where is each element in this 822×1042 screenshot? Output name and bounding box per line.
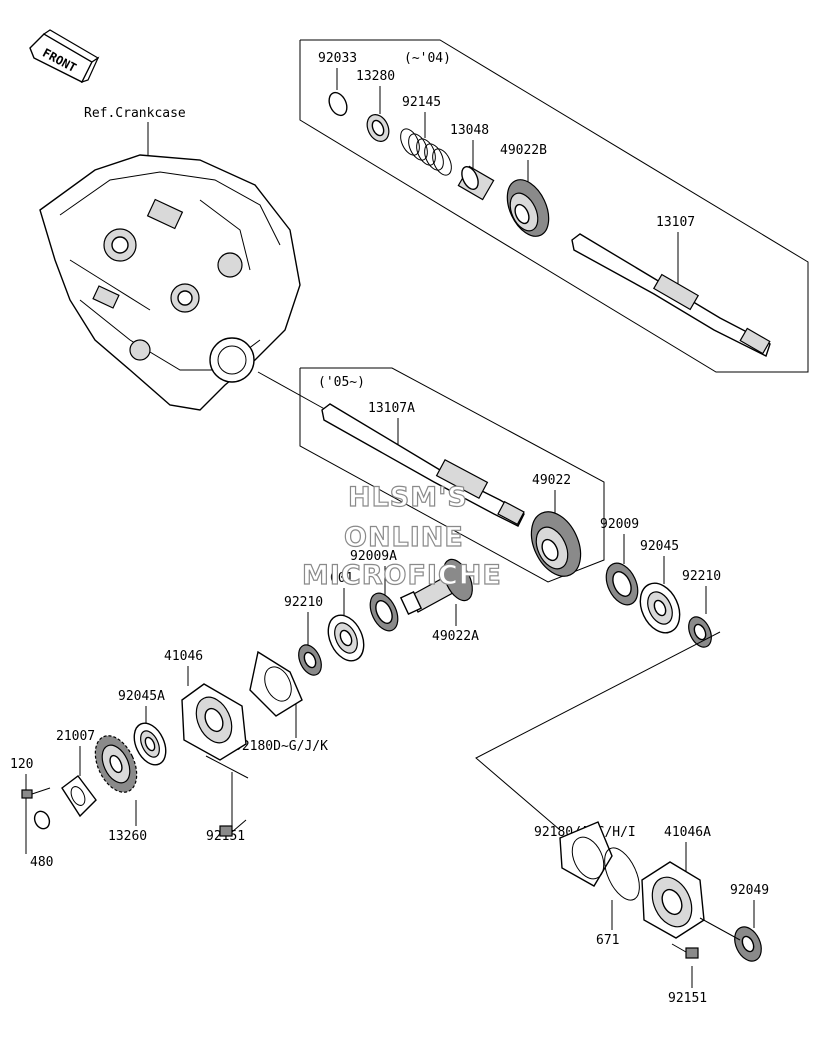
part-92045-label: 92045 (640, 539, 679, 554)
crankcase-drawing (39, 154, 301, 411)
part-49022-label: 49022 (532, 473, 571, 488)
shaft-13107A (321, 403, 525, 527)
part-13260-label: 13260 (108, 829, 147, 844)
part-92009-label: 92009 (600, 517, 639, 532)
part-480-label: 480 (30, 855, 53, 870)
bolt-92151-left (219, 819, 247, 837)
part-92151-right-label: 92151 (668, 991, 707, 1006)
part-92210-left-label: 92210 (284, 595, 323, 610)
spring-92145 (400, 128, 452, 176)
bearing-601 (327, 614, 365, 662)
part-21007-label: 21007 (56, 729, 95, 744)
upper-group-note: (~'04) (404, 51, 451, 66)
part-92049-label: 92049 (730, 883, 769, 898)
housing-41046A (641, 861, 705, 939)
middle-group-note: ('05~) (318, 375, 365, 390)
part-49022B-label: 49022B (500, 143, 547, 158)
part-49022A-label: 49022A (432, 629, 479, 644)
collar-92009 (605, 562, 639, 606)
part-41046A-label: 41046A (664, 825, 711, 840)
part-92145-label: 92145 (402, 95, 441, 110)
part-13107-label: 13107 (656, 215, 695, 230)
gear-13260 (94, 735, 138, 793)
part-13280-label: 13280 (356, 69, 395, 84)
ref-crankcase-label: Ref.Crankcase (84, 106, 186, 121)
bolt-120 (21, 787, 51, 799)
washer-92049 (734, 926, 762, 962)
bearing-92045A (133, 722, 167, 766)
part-601-label: 601 (330, 571, 353, 586)
watermark-line3: MICROFICHE (302, 560, 502, 591)
gear-49022 (530, 511, 582, 577)
watermark-line2: ONLINE (344, 522, 464, 553)
seal-92210-right (688, 616, 712, 648)
part-671-label: 671 (596, 933, 619, 948)
pinion-49022A (399, 558, 473, 616)
gasket-92180D (249, 650, 303, 717)
housing-41046 (181, 683, 247, 761)
oring-671 (604, 847, 640, 901)
part-13048-label: 13048 (450, 123, 489, 138)
part-41046-label: 41046 (164, 649, 203, 664)
seal-92210-left (298, 644, 322, 676)
part-92009A-label: 92009A (350, 549, 397, 564)
plate-21007 (61, 775, 97, 818)
circlip-480 (33, 810, 51, 830)
shaft-13107 (571, 233, 771, 357)
cam-13048 (457, 165, 495, 201)
part-120-label: 120 (10, 757, 33, 772)
part-92045A-label: 92045A (118, 689, 165, 704)
watermark-line1: HLSM'S (348, 482, 468, 513)
collar-92009A (369, 592, 399, 632)
gasket-92180A (559, 821, 613, 887)
bolt-92151-right (671, 943, 699, 959)
part-92033-label: 92033 (318, 51, 357, 66)
part-13107A-label: 13107A (368, 401, 415, 416)
part-92180D-label: 92180D~G/J/K (234, 739, 328, 754)
gear-49022B (506, 179, 550, 237)
part-92210-right-label: 92210 (682, 569, 721, 584)
front-arrow-icon: FRONT (29, 29, 100, 84)
circlip-92033 (328, 91, 348, 117)
bearing-92045 (639, 582, 681, 634)
